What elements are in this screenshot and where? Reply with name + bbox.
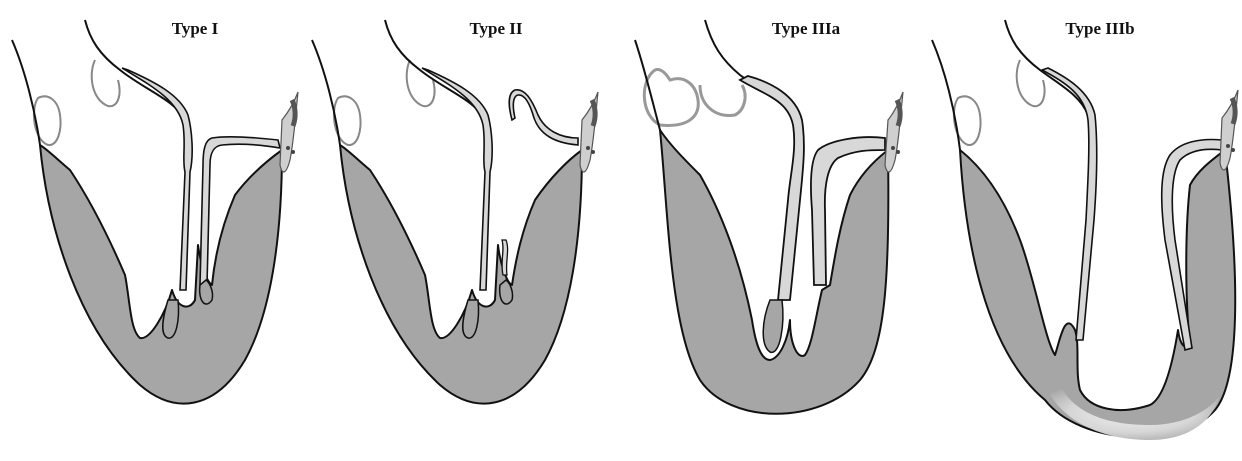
- annulus-dot: [291, 150, 295, 154]
- aortic-cusp: [700, 85, 745, 115]
- annulus-dot: [1226, 144, 1230, 148]
- thickened-anterior-leaflet: [740, 76, 804, 300]
- left-ventricle-wall: [40, 145, 282, 404]
- aortic-cusp: [1017, 60, 1045, 106]
- atrial-wall: [85, 20, 185, 120]
- anterior-mitral-leaflet: [122, 68, 192, 290]
- annulus-dot: [586, 146, 590, 150]
- atrial-wall: [385, 20, 485, 120]
- annulus-dot: [891, 146, 895, 150]
- annulus-dot: [896, 150, 900, 154]
- heart-panel-type-1: [12, 20, 298, 404]
- prolapsing-posterior-leaflet: [509, 90, 578, 145]
- left-ventricle-wall: [340, 145, 582, 404]
- aortic-cusp: [407, 60, 435, 106]
- ruptured-chord: [502, 240, 508, 275]
- heart-panel-type-3b: [932, 20, 1238, 440]
- aortic-wall: [932, 40, 960, 150]
- tethered-anterior-leaflet: [1042, 68, 1097, 340]
- papillary-muscle: [763, 300, 783, 352]
- left-ventricle-wall: [960, 150, 1235, 437]
- heart-panel-type-2: [312, 20, 598, 404]
- heart-panel-type-3a: [635, 20, 903, 414]
- annulus-dot: [286, 146, 290, 150]
- annulus-dot: [591, 150, 595, 154]
- left-ventricle-wall: [660, 130, 888, 414]
- annulus-dot: [1231, 148, 1235, 152]
